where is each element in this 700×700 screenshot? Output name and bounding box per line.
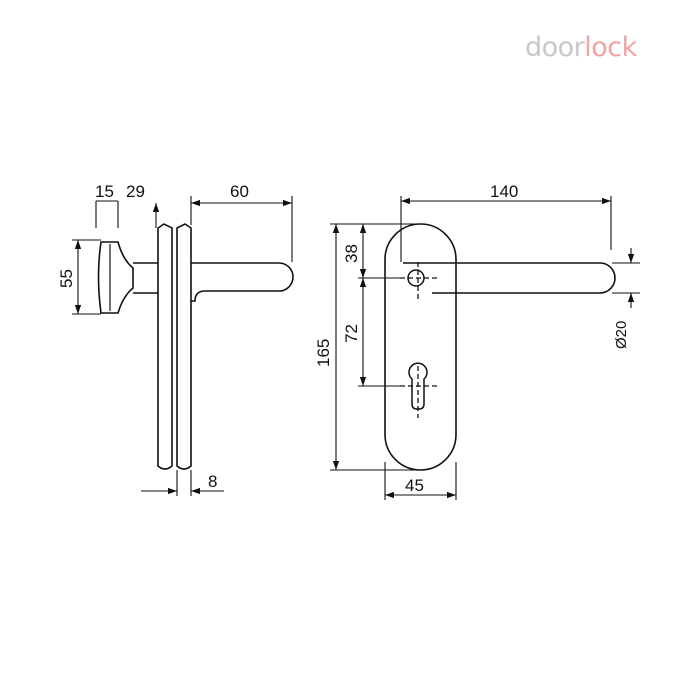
lever-front <box>403 262 616 294</box>
front-view <box>384 223 616 471</box>
dimension-labels: 15 29 60 8 140 45 55 165 38 72 Ø20 <box>57 182 630 495</box>
inner-plate-side <box>157 223 173 470</box>
brand-logo: doorlock <box>525 32 637 63</box>
label-38: 38 <box>342 244 361 263</box>
cylinder-hole <box>408 362 428 410</box>
knob-side <box>97 241 134 314</box>
lever-side <box>191 262 294 302</box>
label-55: 55 <box>57 269 76 288</box>
label-165: 165 <box>314 339 333 367</box>
center-marks <box>400 262 438 418</box>
label-45: 45 <box>405 476 424 495</box>
label-60: 60 <box>230 182 249 201</box>
outer-plate-side <box>176 223 192 470</box>
label-15: 15 <box>95 182 114 201</box>
side-view <box>97 223 294 470</box>
label-8: 8 <box>208 472 217 491</box>
back-plate-front <box>384 223 457 471</box>
label-140: 140 <box>490 182 518 201</box>
label-72: 72 <box>342 324 361 343</box>
label-29: 29 <box>126 182 145 201</box>
front-view-dimensions <box>330 196 640 500</box>
brand-text-lock: lock <box>584 32 637 63</box>
brand-text-door: door <box>525 32 585 63</box>
label-d20: Ø20 <box>613 321 630 349</box>
side-view-dimensions <box>72 196 293 496</box>
